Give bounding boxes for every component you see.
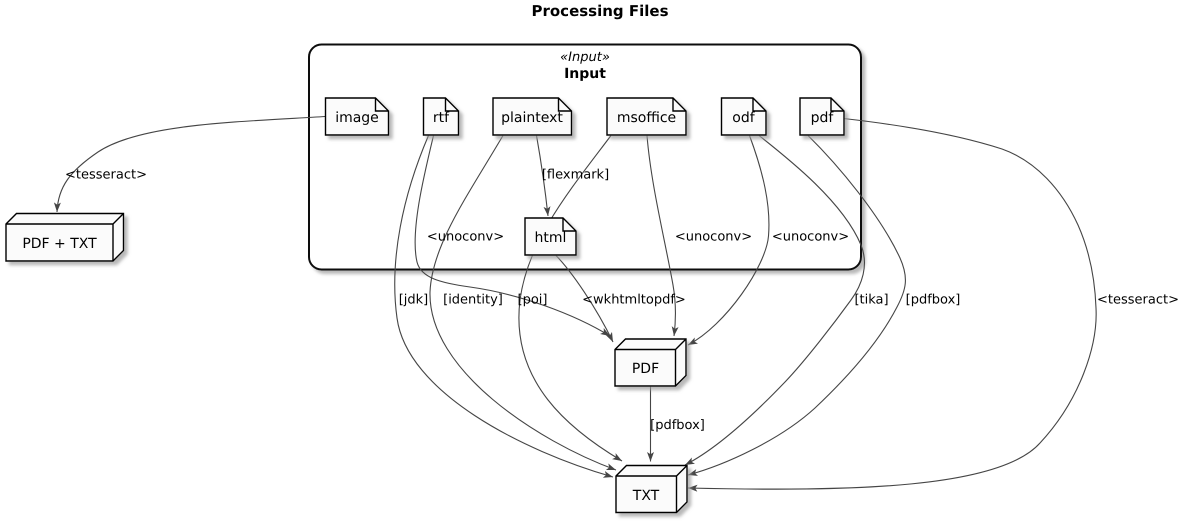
artifact-rtf-label: rtf: [433, 110, 450, 126]
node-pdf-plus-txt-shape: [5, 212, 125, 262]
edge-labels: <tesseract> [flexmark] <unoconv> <wkhtml…: [65, 168, 1179, 434]
artifact-plaintext: plaintext: [492, 97, 573, 136]
artifact-html-label: html: [535, 230, 567, 246]
edge-label-poi: [poi]: [518, 293, 548, 308]
artifact-msoffice-label: msoffice: [617, 110, 676, 126]
edge-msoffice-to-pdf-output: [646, 135, 679, 337]
edge-plaintext-to-html: [535, 135, 551, 217]
edge-label-jdk: [jdk]: [399, 293, 429, 308]
artifact-odf-shape: [720, 97, 767, 136]
artifact-odf-shape-detail: [752, 98, 766, 112]
artifact-odf-label: odf: [732, 110, 755, 126]
edge-label-flexmark: [flexmark]: [542, 168, 609, 183]
artifact-plaintext-shape: [492, 97, 573, 136]
node-pdf-output: PDF: [614, 338, 687, 387]
edge-pdf-to-txt-output-pdfbox: [687, 135, 906, 476]
package-stereotype: «Input»: [560, 50, 610, 65]
artifact-rtf-shape: [422, 97, 460, 136]
edge-label-pdfbox-2: [pdfbox]: [650, 418, 705, 433]
artifact-msoffice-shape-detail: [672, 98, 686, 112]
edge-odf-to-txt-output: [684, 135, 865, 466]
edge-msoffice-to-txt-output: [518, 135, 623, 462]
edge-label-unoconv-1: <unoconv>: [427, 230, 504, 245]
artifact-odf: odf: [720, 97, 767, 136]
edge-label-unoconv-3: <unoconv>: [772, 230, 849, 245]
artifact-image-shape: [324, 97, 390, 136]
edge-rtf-to-pdf-output: [414, 135, 611, 337]
node-txt-output-shape-detail: [616, 465, 688, 513]
artifact-rtf-shape-detail: [444, 98, 459, 112]
artifact-html: html: [524, 217, 577, 256]
node-pdf-output-label: PDF: [632, 361, 659, 377]
artifact-msoffice: msoffice: [606, 97, 687, 136]
node-pdf-output-shape: [614, 338, 687, 387]
artifact-html-shape-detail: [562, 218, 576, 232]
node-pdf-plus-txt: PDF + TXT: [5, 212, 125, 262]
artifact-plaintext-label: plaintext: [501, 110, 563, 126]
artifact-rtf: rtf: [422, 97, 460, 136]
edges: [53, 115, 1097, 492]
artifact-msoffice-shape: [606, 97, 687, 136]
artifact-image-shape-detail: [374, 98, 389, 112]
edge-label-wkhtmltopdf: <wkhtmltopdf>: [582, 293, 686, 308]
edge-pdf-to-txt-output-tesseract: [687, 117, 1097, 492]
artifact-pdf-label: pdf: [811, 110, 835, 126]
artifact-plaintext-shape-detail: [557, 98, 572, 112]
node-pdf-plus-txt-label: PDF + TXT: [22, 236, 97, 252]
package-name: Input: [564, 66, 606, 82]
edge-rtf-to-txt-output: [394, 135, 614, 478]
node-txt-output-shape: [615, 464, 688, 514]
diagram-title: Processing Files: [531, 2, 668, 20]
edge-label-tesseract-1: <tesseract>: [65, 168, 147, 183]
artifact-image-label: image: [335, 110, 379, 126]
node-txt-output: TXT: [615, 464, 688, 514]
edge-label-unoconv-2: <unoconv>: [675, 230, 752, 245]
node-txt-output-label: TXT: [632, 488, 660, 504]
edge-image-to-pdf-plus-txt: [53, 115, 326, 213]
edge-label-identity: [identity]: [443, 293, 503, 308]
edge-html-to-pdf-output: [555, 255, 614, 343]
edge-plaintext-to-txt-output: [429, 135, 617, 471]
artifact-image: image: [324, 97, 390, 136]
edge-label-tika: [tika]: [854, 293, 888, 308]
node-pdf-plus-txt-shape-detail: [6, 213, 124, 261]
edge-label-tesseract-2: <tesseract>: [1097, 293, 1179, 308]
node-pdf-output-shape-detail: [615, 338, 687, 386]
edge-label-pdfbox-1: [pdfbox]: [906, 293, 961, 308]
edge-odf-to-pdf-output: [687, 135, 770, 346]
artifact-pdf: pdf: [799, 97, 845, 136]
artifact-pdf-shape: [799, 97, 845, 136]
artifact-pdf-shape-detail: [830, 98, 844, 112]
